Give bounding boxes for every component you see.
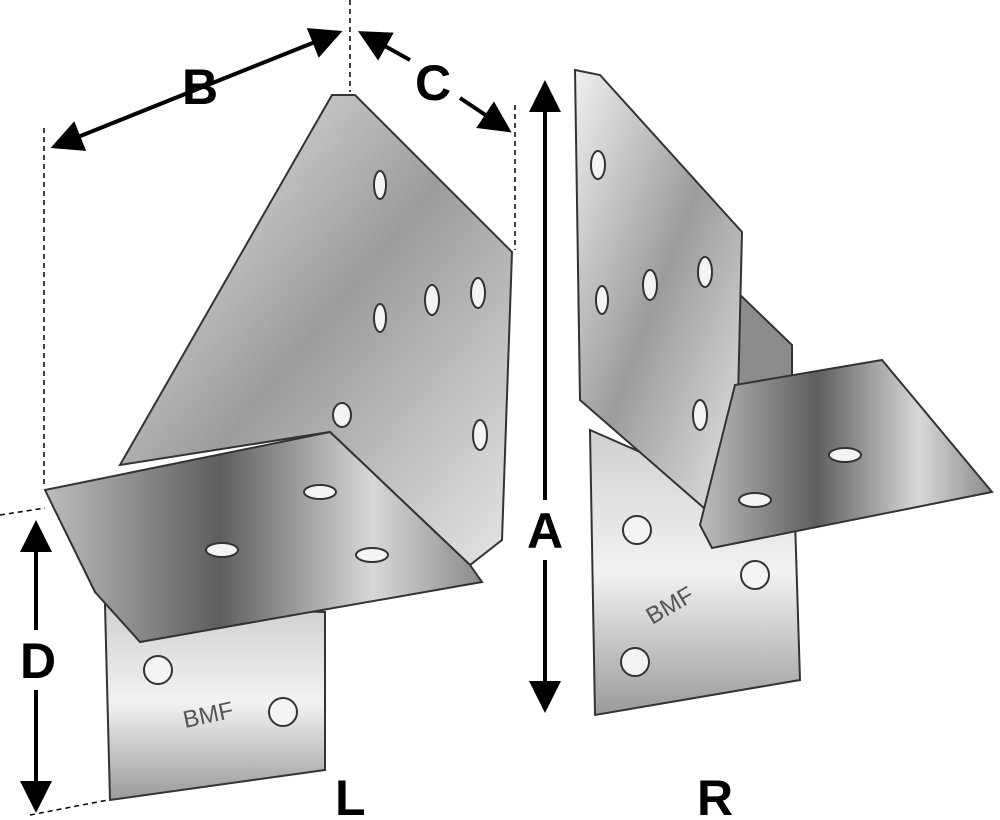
dimension-c: C bbox=[358, 31, 512, 133]
right-bracket: BMF bbox=[573, 68, 994, 717]
dimension-b: B bbox=[50, 28, 343, 151]
label-c: C bbox=[415, 55, 451, 111]
left-flange bbox=[43, 430, 484, 644]
label-b: B bbox=[182, 59, 218, 115]
label-left-variant: L bbox=[335, 770, 366, 820]
left-bracket: BMF bbox=[43, 94, 514, 802]
label-a: A bbox=[527, 503, 563, 559]
dimension-d: D bbox=[20, 520, 56, 813]
label-right-variant: R bbox=[697, 770, 733, 820]
dimension-a: A bbox=[527, 80, 563, 713]
arrow-b-left bbox=[50, 76, 226, 151]
arrow-b-right bbox=[224, 28, 343, 80]
arrow-c-left bbox=[358, 31, 411, 62]
label-d: D bbox=[20, 633, 56, 689]
right-back-plate bbox=[734, 287, 793, 392]
arrow-c-right bbox=[458, 96, 512, 133]
